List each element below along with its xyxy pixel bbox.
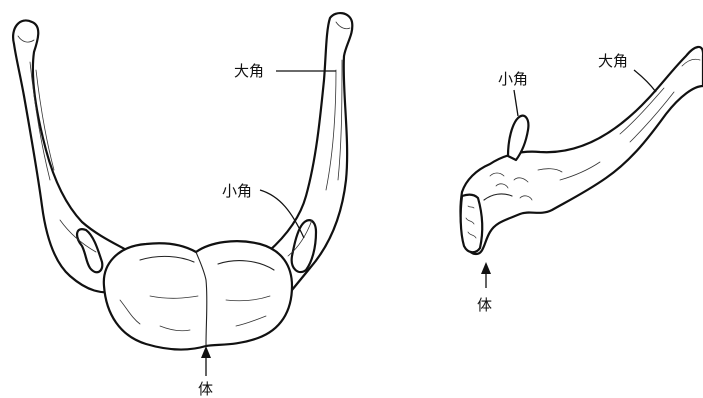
- side-hyoid-bone: [461, 47, 703, 254]
- side-body-label: 体: [477, 296, 492, 314]
- side-greater-horn-label: 大角: [598, 52, 628, 70]
- side-body-callout: 体: [477, 262, 492, 314]
- front-body-label: 体: [198, 380, 213, 398]
- front-lesser-horn-label: 小角: [222, 182, 252, 200]
- side-lesser-horn-callout: 小角: [498, 70, 528, 116]
- front-left-greater-horn: [13, 20, 130, 292]
- side-lesser-horn-label: 小角: [498, 70, 528, 88]
- side-body-face: [461, 195, 482, 253]
- side-greater-horn-callout: 大角: [598, 52, 656, 92]
- front-greater-horn-label: 大角: [234, 62, 264, 80]
- hyoid-front-view: 大角 小角 体: [13, 13, 352, 398]
- front-body-callout: 体: [198, 346, 213, 398]
- front-greater-horn-callout: 大角: [234, 62, 336, 80]
- hyoid-side-view: 小角 大角 体: [461, 47, 703, 314]
